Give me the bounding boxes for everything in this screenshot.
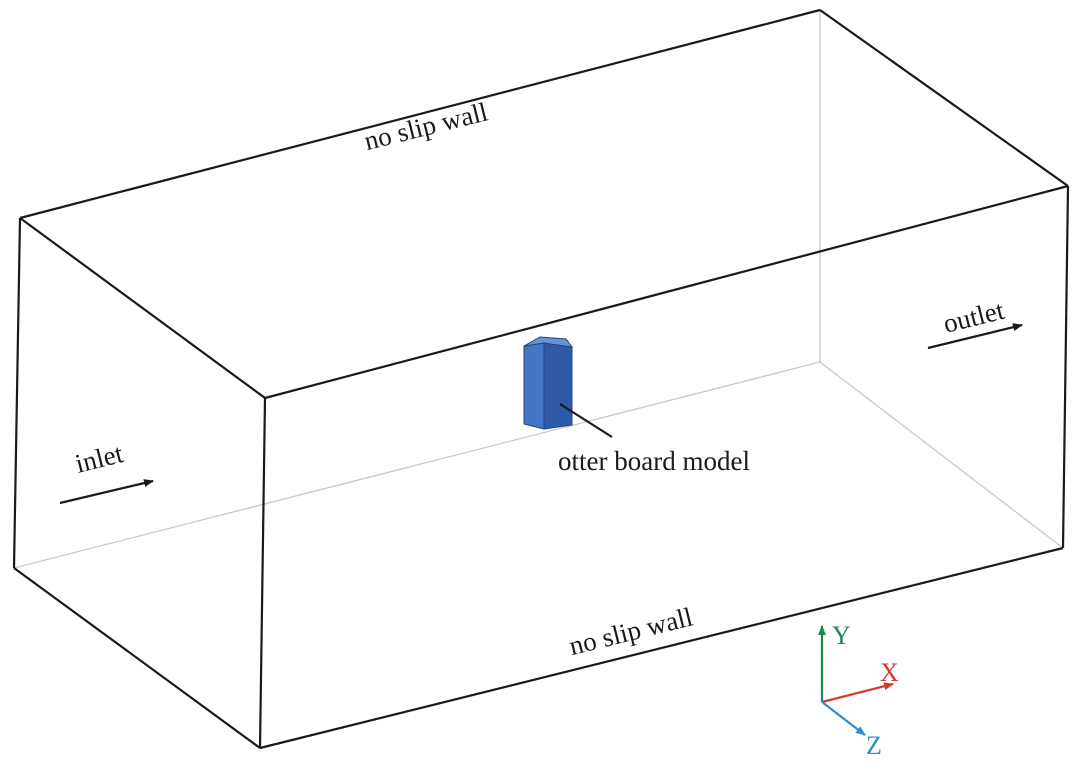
model-side-face — [543, 342, 573, 430]
hidden-edges — [13, 10, 1064, 569]
back-bottom-left-edge — [13, 361, 821, 569]
outlet-label: outlet — [940, 295, 1007, 339]
inlet-label: inlet — [72, 438, 126, 479]
bottom-wall-label: no slip wall — [566, 601, 696, 661]
top-left-edge — [19, 217, 266, 399]
right-vertical-edge — [1061, 185, 1070, 549]
back-bottom-right-edge — [819, 361, 1064, 549]
model-label: otter board model — [558, 446, 750, 476]
inlet-arrow — [59, 479, 154, 505]
x-axis-label: X — [880, 658, 899, 687]
model-leader-line — [559, 403, 613, 438]
model-top-face — [523, 336, 574, 348]
left-vertical-edge — [12, 217, 22, 569]
outlet-arrow — [927, 323, 1023, 350]
x-axis-arrow — [821, 682, 894, 704]
front-vertical-edge — [258, 397, 267, 749]
bottom-front-edge — [259, 546, 1064, 750]
otter-board-model — [523, 336, 574, 430]
z-axis-label: Z — [866, 731, 882, 760]
top-back-edge — [19, 8, 821, 220]
top-front-edge — [264, 184, 1069, 400]
coordinate-axes: Y X Z — [818, 621, 899, 760]
top-wall-label: no slip wall — [361, 96, 491, 156]
bottom-left-edge — [13, 567, 261, 749]
z-axis-arrow — [821, 701, 866, 736]
top-right-edge — [819, 9, 1069, 187]
box-edges — [12, 8, 1070, 750]
y-axis-label: Y — [832, 621, 851, 650]
model-front-face — [523, 342, 545, 430]
